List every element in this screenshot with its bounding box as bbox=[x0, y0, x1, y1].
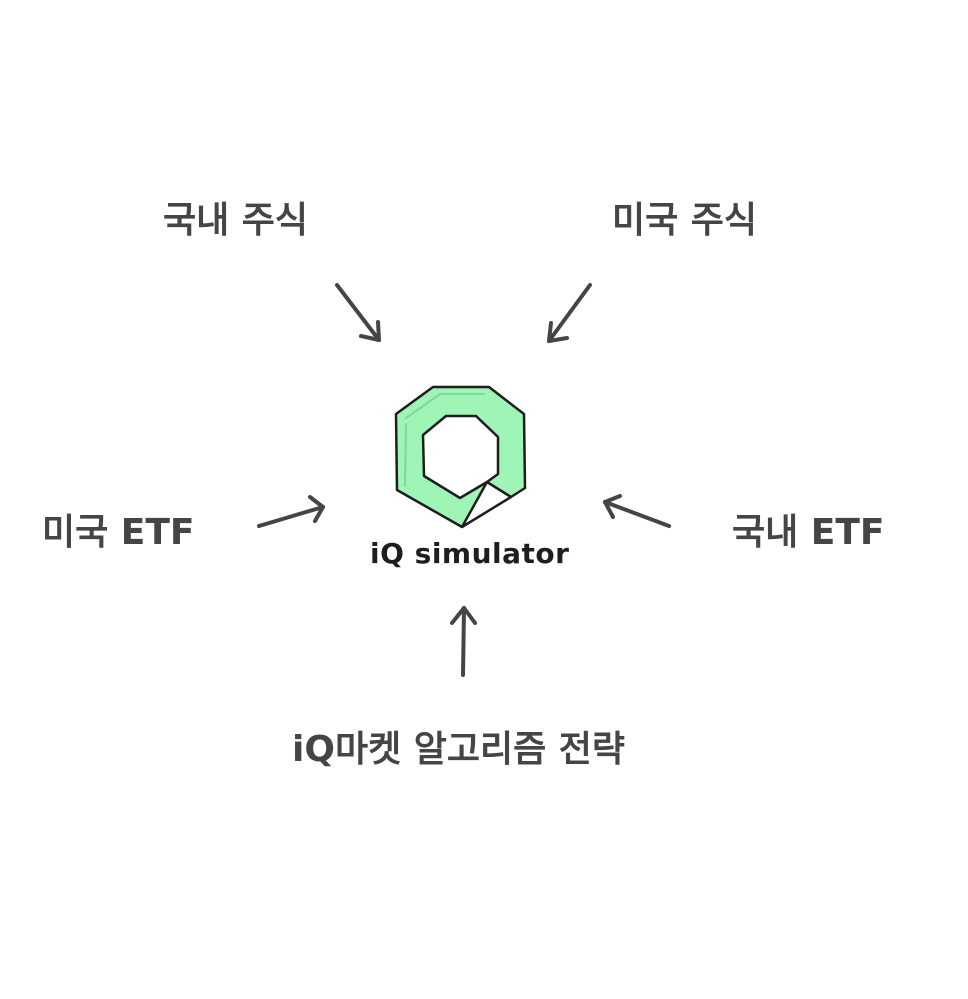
arrow-us-stock bbox=[547, 283, 592, 343]
label-domestic-stock: 국내 주식 bbox=[163, 200, 309, 241]
arrow-us-etf bbox=[257, 495, 325, 528]
label-algo-strategy: iQ마켓 알고리즘 전략 bbox=[292, 729, 625, 770]
label-us-etf: 미국 ETF bbox=[42, 512, 195, 553]
label-us-stock: 미국 주식 bbox=[612, 200, 758, 241]
arrow-domestic-etf bbox=[603, 494, 671, 528]
logo-caption: iQ simulator bbox=[370, 537, 570, 570]
hexagon-q-logo-icon bbox=[394, 385, 527, 529]
arrow-algo-strategy bbox=[450, 606, 477, 677]
label-domestic-etf: 국내 ETF bbox=[732, 512, 885, 553]
arrow-domestic-stock bbox=[335, 283, 381, 342]
